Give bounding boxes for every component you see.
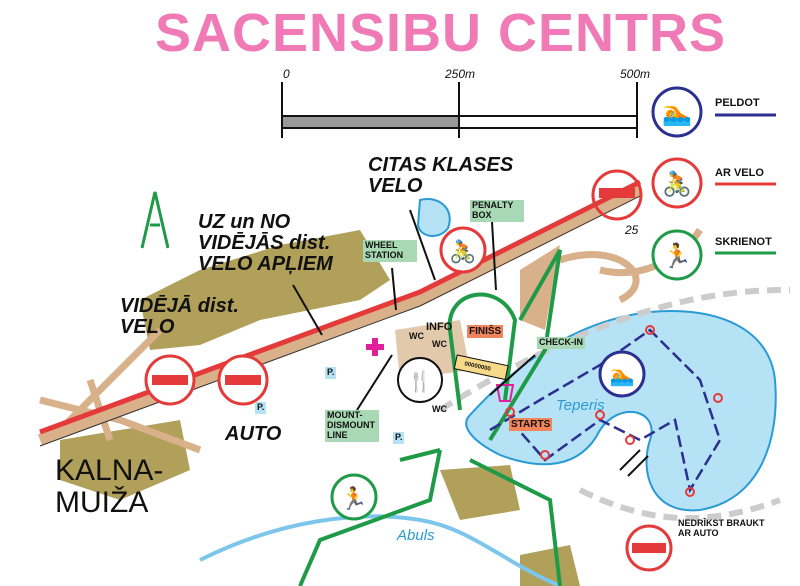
- label-wc: WC: [432, 404, 447, 414]
- label-velo: VELO: [368, 175, 423, 197]
- swimmer-icon: [598, 350, 646, 398]
- forest-area: [140, 230, 390, 350]
- food-icon: [397, 357, 443, 403]
- label-finiss: FINIŠS: [467, 325, 504, 338]
- parking-label: P.: [255, 402, 267, 414]
- bridge: [619, 449, 649, 477]
- svg-text:🚴: 🚴: [449, 239, 476, 264]
- scale-bar: [281, 82, 638, 138]
- legend-skrienot: SKRIENOT: [715, 236, 772, 248]
- svg-text:🏊: 🏊: [662, 100, 692, 127]
- label-wc: WC: [432, 339, 447, 349]
- label-kalnamuiza: KALNA-: [55, 454, 164, 487]
- no-entry-icon: [591, 169, 643, 221]
- swimmer-icon: [651, 86, 703, 138]
- buoys: [505, 325, 723, 497]
- parking-label: P.: [325, 367, 337, 379]
- svg-text:🚴: 🚴: [662, 170, 692, 198]
- lake-small: [416, 198, 451, 237]
- cyclist-icon: [439, 226, 487, 274]
- run-route: [298, 249, 562, 586]
- label-penalty-box: PENALTY BOX: [470, 200, 524, 222]
- label-kalnamuiza-2: MUIŽA: [55, 485, 149, 519]
- cyclist-icon: [651, 157, 703, 209]
- svg-text:🍴: 🍴: [408, 369, 433, 393]
- label-info: INFO: [426, 321, 453, 333]
- scale-tick-250: 250m: [445, 67, 476, 81]
- no-entry-icon: [625, 524, 673, 572]
- svg-text:🏃: 🏃: [340, 486, 367, 511]
- page-title: SACENSIBU CENTRS: [155, 3, 727, 63]
- trail-dashed: [578, 487, 782, 522]
- scale-tick-0: 0: [283, 67, 290, 81]
- label-uz-no-2: VIDĒJĀS dist.: [198, 232, 331, 254]
- label-videja: VIDĒJĀ dist.: [120, 295, 239, 317]
- north-arrow-icon: [140, 191, 170, 249]
- scale-tick-500: 500m: [620, 67, 651, 81]
- label-uz-no-3: VELO APĻIEM: [198, 253, 333, 275]
- first-aid-icon: [366, 338, 384, 356]
- label-videja-2: VELO: [120, 316, 175, 338]
- pointer-lines: [292, 209, 536, 411]
- river-abuls: [199, 514, 561, 586]
- label-teperis: Teperis: [556, 397, 605, 414]
- label-mount-dismount: MOUNT-DISMOUNT LINE: [325, 410, 379, 442]
- svg-text:🏃: 🏃: [662, 242, 692, 270]
- svg-text:🏊: 🏊: [610, 365, 635, 387]
- no-entry-icon: [217, 354, 269, 406]
- swim-route: [489, 328, 722, 494]
- check-in-cup-icon: [495, 384, 515, 402]
- legend-peldot: PELDOT: [715, 97, 760, 109]
- legend-ar-velo: AR VELO: [715, 167, 764, 179]
- runner-icon: [651, 229, 703, 281]
- label-uz-no: UZ un NO: [198, 211, 291, 233]
- no-entry-icon: [144, 354, 196, 406]
- label-no-auto: NEDRĪKST BRAUKT AR AUTO: [678, 518, 765, 538]
- finish-banner: [453, 354, 509, 381]
- label-height-25: 25: [625, 223, 639, 237]
- parking-label: P.: [393, 432, 405, 444]
- label-starts: STARTS: [509, 418, 553, 431]
- label-wheel-station: WHEEL STATION: [363, 240, 417, 262]
- label-check-in: CHECK-IN: [537, 337, 585, 349]
- forest-area: [440, 465, 520, 520]
- forest-area: [60, 420, 190, 500]
- label-auto: AUTO: [225, 423, 282, 445]
- runner-icon: [330, 473, 378, 521]
- label-citas-klases: CITAS KLASES: [368, 154, 514, 176]
- label-abuls: Abuls: [397, 527, 435, 544]
- label-wc: WC: [409, 331, 424, 341]
